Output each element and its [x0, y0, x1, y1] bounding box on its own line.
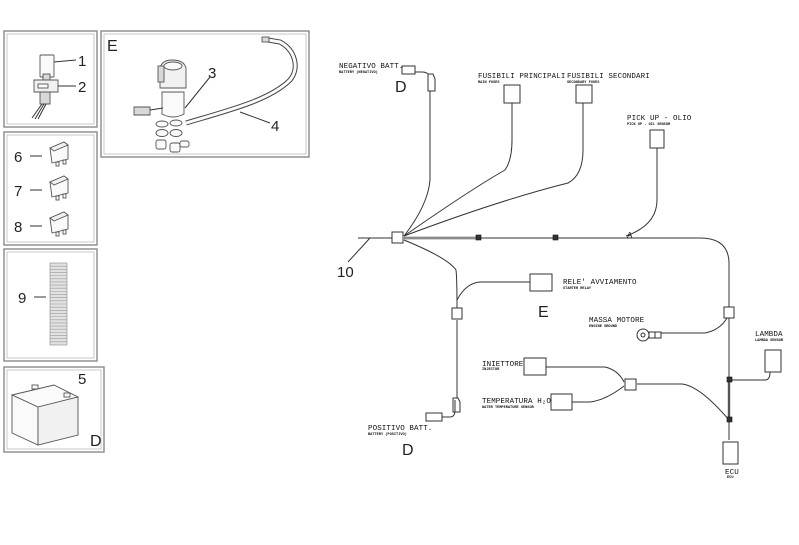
component-positive-battery: POSITIVO BATT. BATTERY (POSITIVO) D	[368, 397, 461, 459]
panel-fuse-strip: 9	[3, 248, 98, 362]
negative-battery-sublabel: BATTERY (NEGATIVO)	[339, 70, 378, 75]
component-water-temp: TEMPERATURA H₂O WATER TEMPERATURE SENSOR	[482, 393, 573, 411]
harness-junction-sensors	[624, 378, 637, 391]
negative-battery-label: NEGATIVO BATT.	[339, 63, 403, 71]
callout-5: 5	[78, 371, 86, 388]
harness-clip	[475, 234, 482, 241]
component-main-fuses: FUSIBILI PRINCIPALI MAIN FUSES	[478, 73, 565, 104]
battery-cable-drawing	[185, 36, 298, 126]
positive-battery-label: POSITIVO BATT.	[368, 425, 432, 433]
oil-pickup-sublabel: PICK UP - OIL SENSOR	[627, 123, 671, 127]
fuse-drawing-6	[49, 141, 69, 167]
ecu-sublabel: ECU	[727, 476, 733, 480]
switch-drawing	[31, 54, 59, 120]
callout-4: 4	[271, 118, 279, 135]
fuse-drawing-7	[49, 175, 69, 201]
water-temp-label: TEMPERATURA H₂O	[482, 398, 551, 406]
oil-pickup-label: PICK UP - OLIO	[627, 115, 692, 123]
panel-battery: 5 D	[3, 366, 105, 453]
component-secondary-fuses: FUSIBILI SECONDARI SECONDARY FUSES	[567, 73, 650, 104]
panel-relay-kit: E 3 4	[100, 30, 310, 158]
water-temp-sublabel: WATER TEMPERATURE SENSOR	[482, 406, 535, 410]
harness-clip	[726, 416, 733, 423]
injector-sublabel: INJECTOR	[482, 368, 500, 372]
main-fuses-sublabel: MAIN FUSES	[478, 81, 500, 85]
callout-8: 8	[14, 219, 22, 236]
group-letter-e: E	[107, 38, 118, 55]
group-letter-d-negative: D	[395, 79, 407, 96]
component-starter-relay: RELE' AVVIAMENTO STARTER RELAY E	[529, 273, 637, 321]
harness-junction-main	[391, 231, 404, 244]
engine-ground-label: MASSA MOTORE	[589, 317, 645, 325]
component-oil-pickup: PICK UP - OLIO PICK UP - OIL SENSOR A	[627, 115, 692, 241]
component-injector: INIETTORE INJECTOR	[482, 357, 547, 376]
harness-clip	[726, 376, 733, 383]
lambda-label: LAMBDA	[755, 331, 783, 339]
harness-junction-right	[723, 306, 735, 319]
battery-drawing	[10, 384, 80, 446]
callout-2: 2	[78, 79, 86, 96]
panel-switch: 1 2	[3, 30, 98, 128]
component-lambda: LAMBDA LAMBDA SENSOR	[755, 331, 784, 373]
callout-9: 9	[18, 290, 26, 307]
harness-clip	[552, 234, 559, 241]
callout-1: 1	[78, 53, 86, 70]
component-negative-battery: NEGATIVO BATT. BATTERY (NEGATIVO) D	[339, 63, 436, 96]
panel-fuses: 6 7 8	[3, 131, 98, 246]
starter-relay-sublabel: STARTER RELAY	[563, 287, 592, 291]
fuse-strip-drawing	[49, 262, 68, 346]
callout-6: 6	[14, 149, 22, 166]
group-letter-d-positive: D	[402, 442, 414, 459]
secondary-fuses-sublabel: SECONDARY FUSES	[567, 81, 600, 85]
group-letter-e-relay: E	[538, 304, 549, 321]
group-letter-d-battery: D	[90, 433, 102, 450]
component-engine-ground: MASSA MOTORE ENGINE GROUND	[589, 317, 662, 342]
callout-7: 7	[14, 183, 22, 200]
ecu-label: ECU	[725, 469, 739, 477]
fuse-drawing-8	[49, 211, 69, 237]
lambda-sublabel: LAMBDA SENSOR	[755, 339, 784, 343]
oil-pickup-marker: A	[627, 231, 633, 241]
harness-wires	[358, 71, 771, 440]
starter-relay-drawing	[133, 59, 190, 153]
harness-callout-10: 10	[337, 264, 354, 281]
callout-3: 3	[208, 65, 216, 82]
positive-battery-sublabel: BATTERY (POSITIVO)	[368, 432, 407, 437]
component-ecu: ECU ECU	[722, 441, 739, 480]
harness-junction-left	[451, 307, 463, 320]
engine-ground-sublabel: ENGINE GROUND	[589, 325, 618, 329]
injector-label: INIETTORE	[482, 361, 524, 369]
secondary-fuses-label: FUSIBILI SECONDARI	[567, 73, 650, 81]
main-fuses-label: FUSIBILI PRINCIPALI	[478, 73, 565, 81]
starter-relay-label: RELE' AVVIAMENTO	[563, 279, 637, 287]
